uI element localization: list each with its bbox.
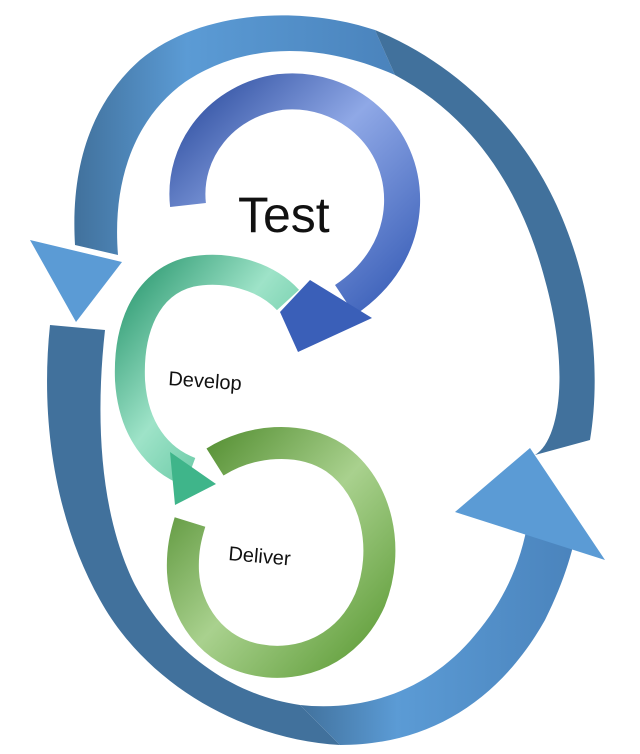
outer-top-band <box>74 15 396 255</box>
develop-label: Develop <box>168 368 243 395</box>
develop-loop-body <box>114 254 300 487</box>
deliver-loop-arrow <box>166 427 396 678</box>
outer-bottom-band <box>300 520 578 745</box>
outer-top-arrowhead <box>30 240 122 322</box>
outer-bottom-arrowhead <box>455 448 605 560</box>
outer-cycle-arrow-top <box>30 15 595 455</box>
develop-loop-arrow <box>114 254 300 505</box>
outer-bottom-band-side <box>47 325 340 745</box>
outer-cycle-arrow-bottom <box>47 325 605 745</box>
deliver-loop-body <box>166 427 396 678</box>
outer-top-band-side <box>375 30 595 455</box>
deliver-label: Deliver <box>228 543 292 570</box>
develop-loop-arrowhead <box>170 452 216 505</box>
test-loop-arrow <box>169 73 421 352</box>
test-loop-body <box>169 73 421 315</box>
test-loop-arrowhead <box>280 280 372 352</box>
test-label: Test <box>238 187 330 243</box>
